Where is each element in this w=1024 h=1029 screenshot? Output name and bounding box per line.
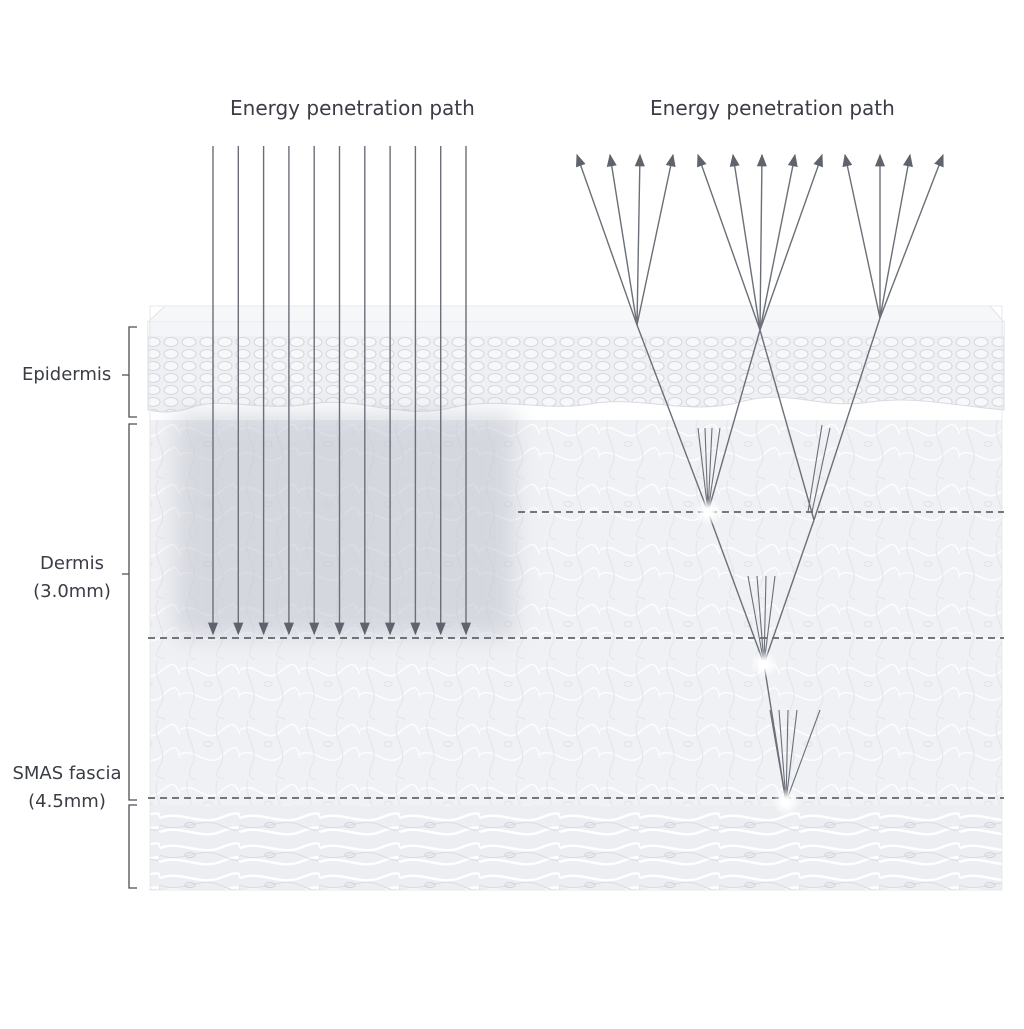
focused-beam xyxy=(763,519,815,665)
dermis-bracket xyxy=(122,423,137,801)
tissue-block xyxy=(146,305,1006,891)
convergence-ray xyxy=(785,709,821,803)
convergence-ray xyxy=(785,709,798,803)
focal-point-core xyxy=(760,660,768,668)
skin-top-edge xyxy=(148,322,1004,336)
left-title: Energy penetration path xyxy=(230,96,475,120)
smas-depth-label: (4.5mm) xyxy=(28,791,106,812)
energy-shading xyxy=(175,412,515,637)
focused-beam xyxy=(813,317,881,521)
layer-brackets xyxy=(122,326,137,889)
dermis-label-block: Dermis (3.0mm) xyxy=(22,550,122,606)
focused-beam xyxy=(707,511,765,665)
convergence-ray xyxy=(747,575,765,665)
right-title: Energy penetration path xyxy=(650,96,895,120)
convergence-ray xyxy=(785,709,789,803)
depth-lines xyxy=(148,511,1004,799)
diverging-beam-arrow xyxy=(842,153,881,319)
tissue-outline xyxy=(149,305,1003,891)
diverging-beam-arrow xyxy=(879,153,944,319)
dermis-depth-label: (3.0mm) xyxy=(33,581,111,602)
diverging-beam-arrow xyxy=(606,153,638,326)
epidermis-layer xyxy=(147,321,1005,413)
diverging-beam-arrow xyxy=(634,153,645,326)
smas-label: SMAS fascia xyxy=(12,763,122,784)
focused-beam xyxy=(707,329,761,513)
diverging-beam-arrow xyxy=(756,153,767,331)
focal-point-core xyxy=(704,508,712,516)
diverging-beam-arrow xyxy=(636,153,676,326)
focal-points xyxy=(694,498,800,816)
convergence-ray xyxy=(707,427,713,513)
smas-layer xyxy=(150,805,1002,890)
focused-beam xyxy=(636,324,709,513)
convergence-ray xyxy=(756,575,765,665)
left-beam-group xyxy=(207,146,472,636)
convergence-ray xyxy=(778,709,787,803)
epidermis-label: Epidermis xyxy=(22,364,112,385)
focal-point-core xyxy=(782,798,790,806)
diverging-beam-arrow xyxy=(759,153,823,331)
convergence-ray xyxy=(763,575,776,665)
diverging-beam-arrow xyxy=(576,153,638,326)
smas-bracket xyxy=(128,804,137,889)
convergence-ray xyxy=(763,575,767,665)
diverging-beam-arrow xyxy=(759,153,798,331)
convergence-ray xyxy=(807,424,823,513)
convergence-ray xyxy=(811,427,831,513)
skin-surface xyxy=(146,305,1006,323)
epidermis-bracket xyxy=(122,326,137,418)
focused-beam xyxy=(759,329,815,521)
dermis-label: Dermis xyxy=(40,553,104,574)
diverging-beam-arrow xyxy=(697,153,761,331)
convergence-ray xyxy=(704,427,709,513)
convergence-ray xyxy=(707,427,721,513)
diverging-beam-arrow xyxy=(729,153,761,331)
convergence-ray xyxy=(697,427,709,513)
right-beam-group xyxy=(576,153,944,803)
smas-label-block: SMAS fascia (4.5mm) xyxy=(8,760,126,816)
diverging-beam-arrow xyxy=(879,153,913,319)
convergence-ray xyxy=(769,709,787,803)
